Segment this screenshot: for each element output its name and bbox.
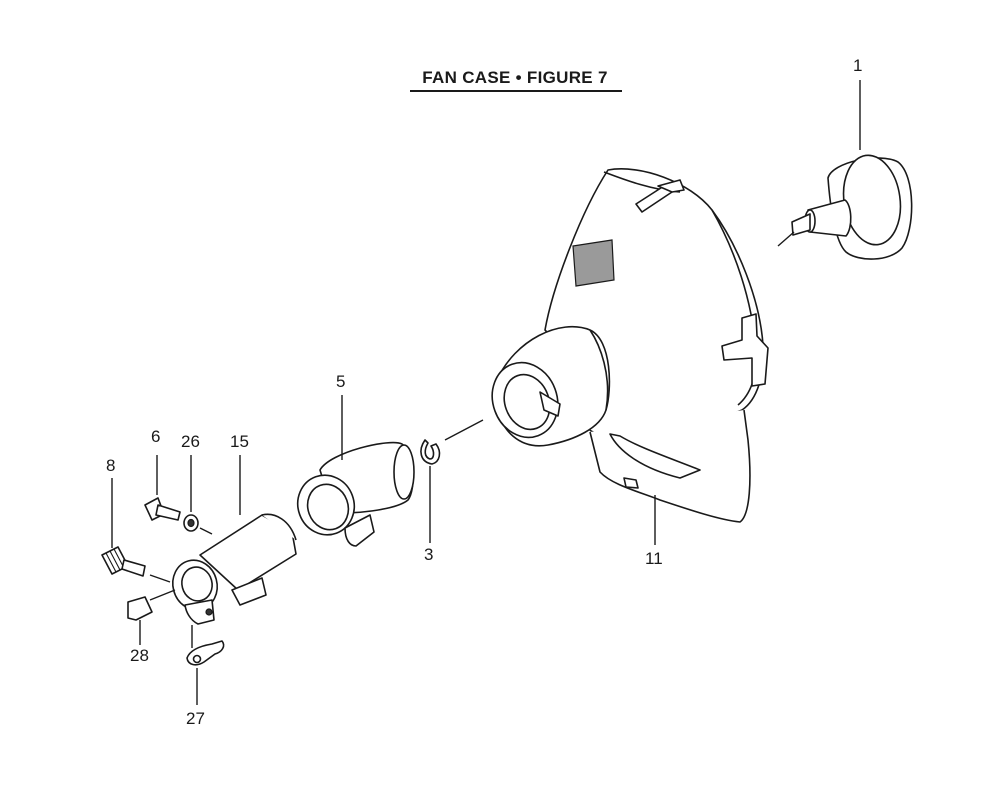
callout-3: 3 <box>424 545 434 564</box>
axis-28 <box>149 589 176 601</box>
part-3-snap-ring <box>420 439 441 465</box>
part-5-clamp-sleeve <box>296 441 415 547</box>
part-15-clamp-bracket <box>171 513 297 625</box>
callout-28: 28 <box>130 646 149 665</box>
axis-11 <box>444 419 484 441</box>
callout-1: 1 <box>853 56 863 75</box>
callout-15: 15 <box>230 432 249 451</box>
callout-26: 26 <box>181 432 200 451</box>
part-1-clutch-drum <box>791 154 913 260</box>
part-11-fan-case <box>491 168 769 523</box>
title-underline <box>410 90 622 92</box>
part-6-bolt <box>144 497 181 521</box>
callout-8: 8 <box>106 456 116 475</box>
callout-27: 27 <box>186 709 205 728</box>
axis-26 <box>199 527 213 535</box>
axis-1 <box>777 231 795 247</box>
part-26-washer <box>183 514 199 532</box>
callout-5: 5 <box>336 372 346 391</box>
part-28-tab-key <box>127 596 153 621</box>
callout-6: 6 <box>151 427 161 446</box>
axis-8 <box>149 574 171 583</box>
figure-title: FAN CASE • FIGURE 7 <box>422 68 608 87</box>
part-8-knob-screw <box>101 546 146 577</box>
callout-11: 11 <box>645 549 663 568</box>
part-27-cable-clip <box>186 640 225 666</box>
